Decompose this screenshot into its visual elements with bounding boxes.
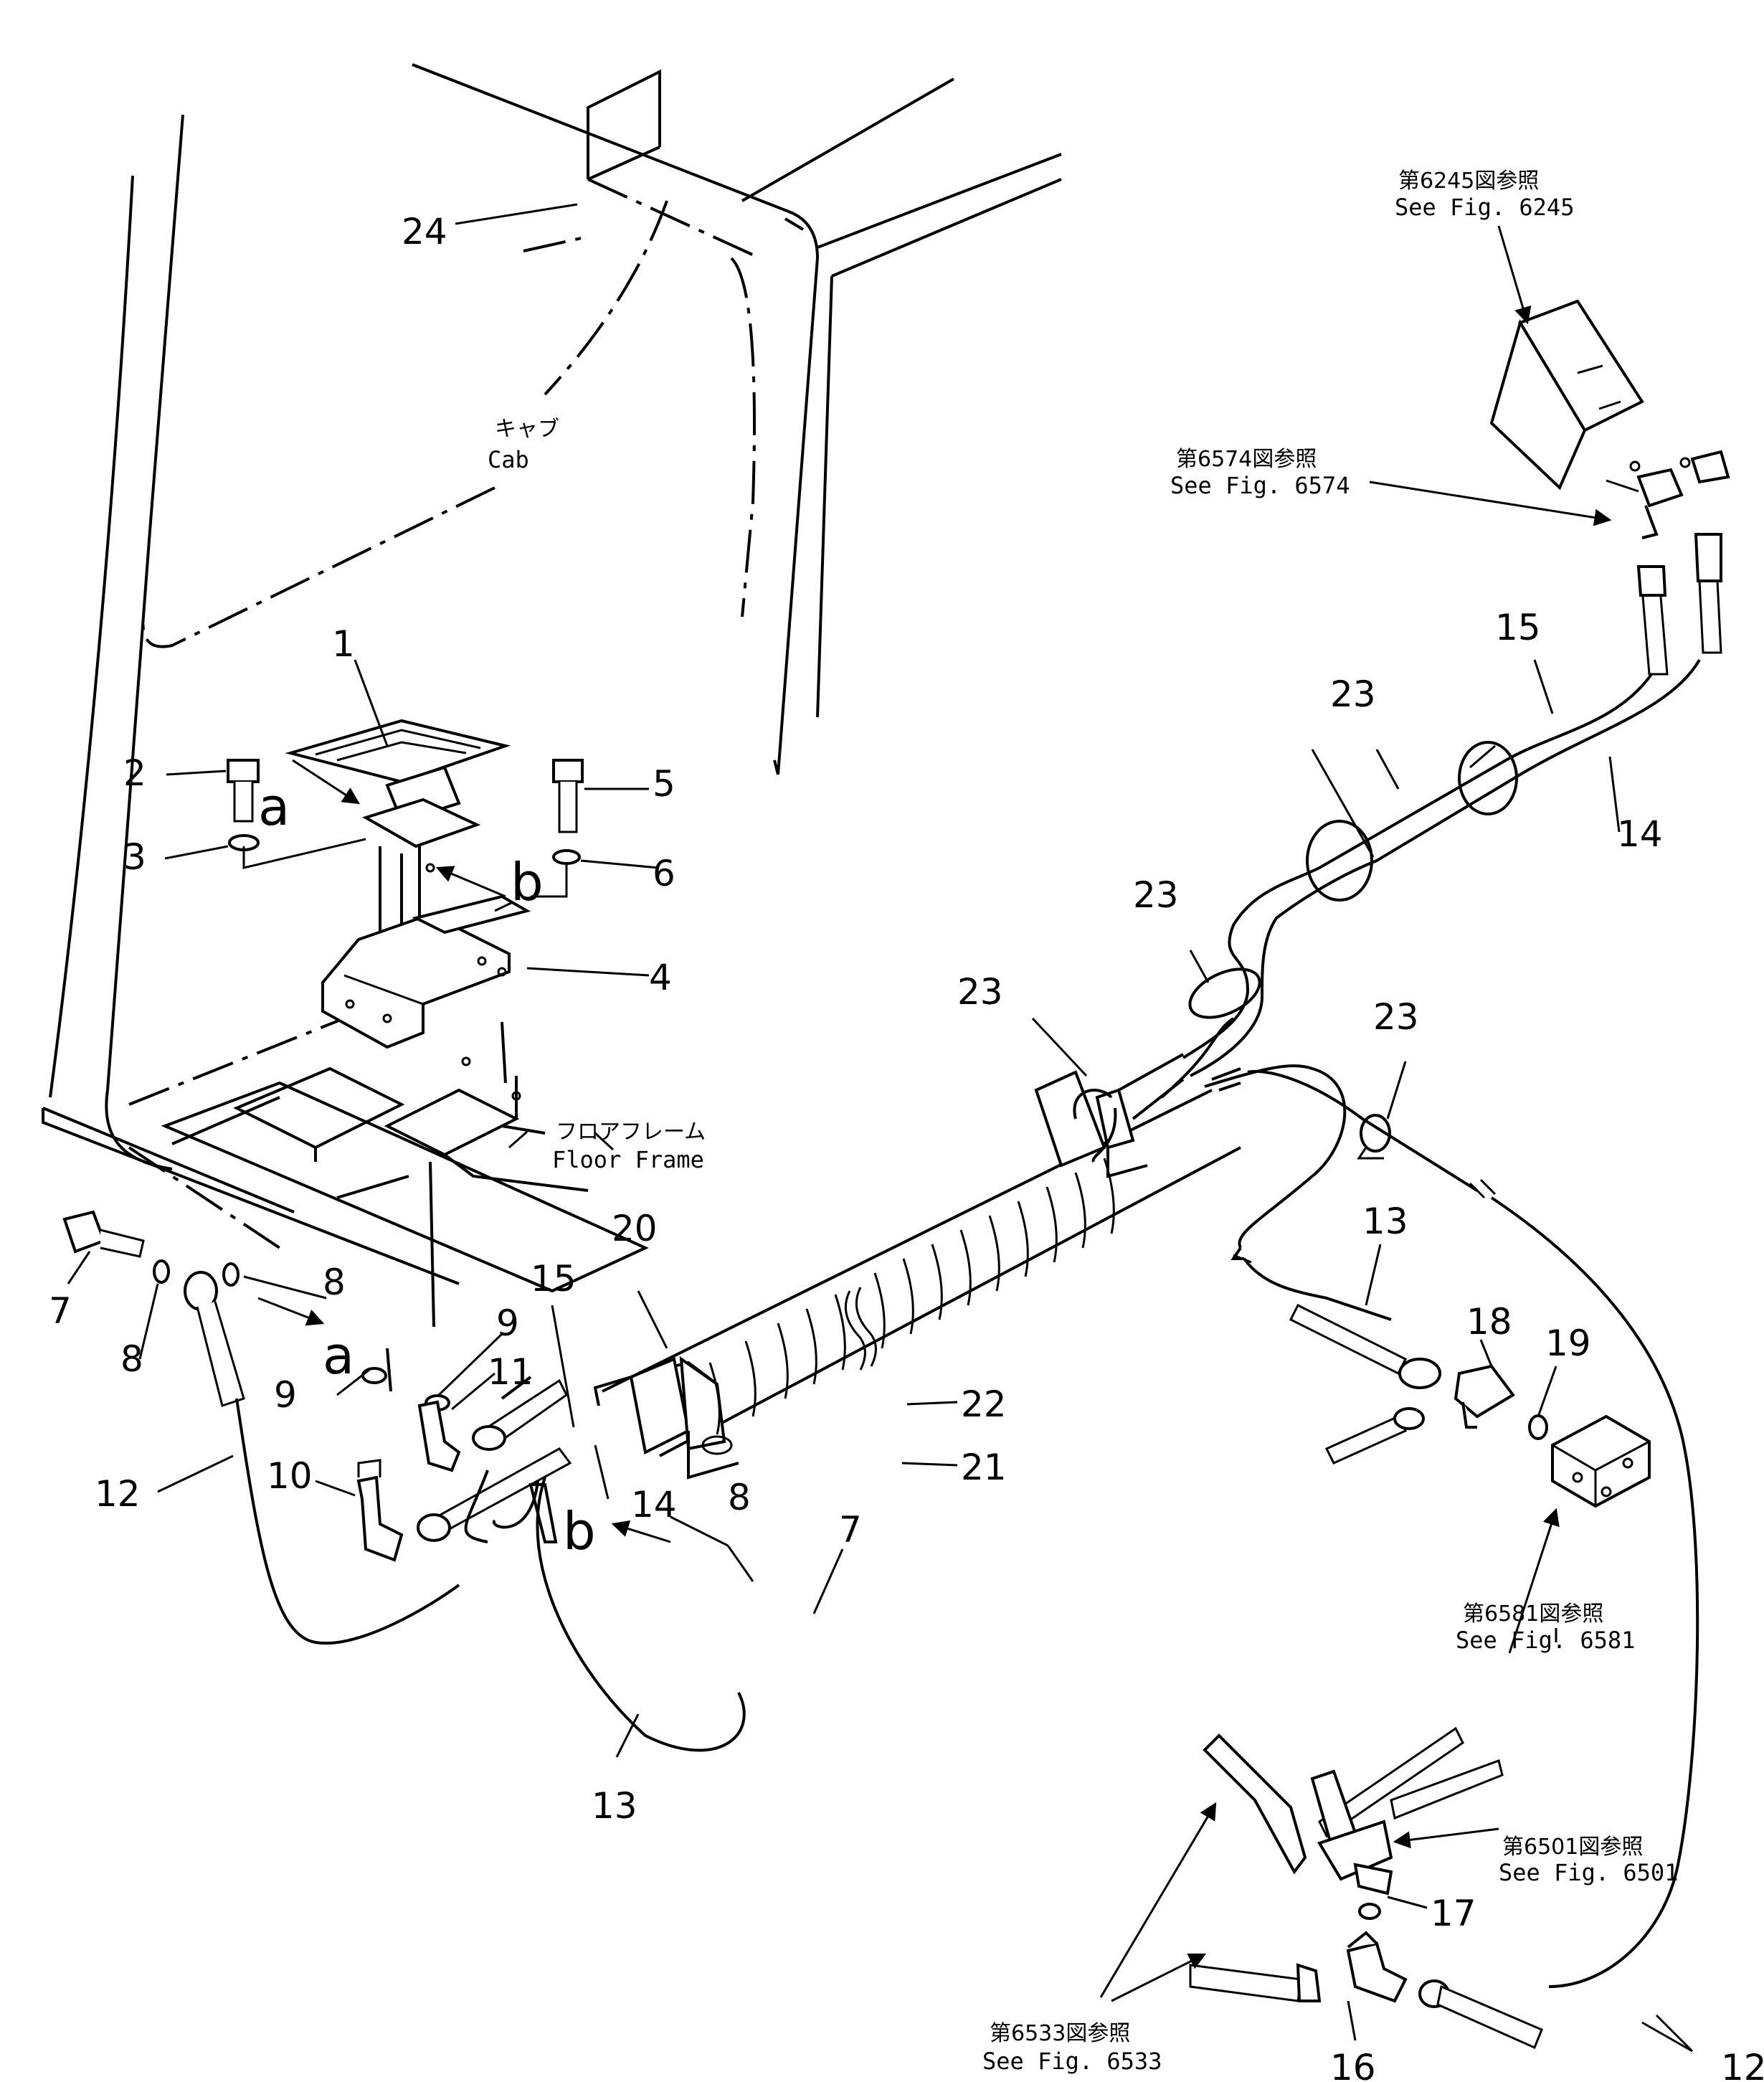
- figure-references: 第6245図参照 See Fig. 6245 第6574図参照 See Fig.…: [982, 169, 1678, 2075]
- hoses-upper: [1073, 533, 1722, 1163]
- callout-21: 21: [961, 1447, 1007, 1488]
- view-a-upper: a: [258, 777, 290, 837]
- callout-10: 10: [267, 1455, 313, 1497]
- valve-block-upper: [1489, 299, 1730, 539]
- callout-12-left: 12: [95, 1473, 141, 1515]
- callout-9-right: 9: [496, 1302, 519, 1344]
- callout-2: 2: [123, 752, 146, 794]
- hose-loop-13: [536, 1477, 746, 1752]
- view-a-lower: a: [323, 1325, 354, 1386]
- ref-6581-jp: 第6581図参照: [1463, 1601, 1603, 1627]
- callout-13-bottom: 13: [592, 1785, 637, 1827]
- callout-8-bottom: 8: [728, 1477, 751, 1518]
- callout-7-left: 7: [49, 1290, 72, 1332]
- callout-22: 22: [961, 1383, 1007, 1425]
- ref-6533-en: See Fig. 6533: [982, 2048, 1162, 2075]
- callout-23-right: 23: [1373, 996, 1419, 1038]
- ref-6581-en: See Fig. 6581: [1456, 1627, 1635, 1654]
- cab-outline: [42, 63, 1062, 1392]
- callout-19: 19: [1545, 1322, 1591, 1364]
- ref-6574-en: See Fig. 6574: [1170, 472, 1350, 499]
- leader-lines: [67, 203, 1694, 2053]
- callout-3: 3: [123, 836, 146, 878]
- callout-24: 24: [402, 211, 447, 252]
- callout-11: 11: [488, 1351, 534, 1393]
- ref-6501-jp: 第6501図参照: [1502, 1835, 1643, 1860]
- left-fittings: [62, 1210, 572, 1562]
- callout-14-right: 14: [1617, 813, 1663, 855]
- callout-18: 18: [1466, 1301, 1512, 1343]
- view-b-upper: b: [511, 852, 544, 912]
- callout-17: 17: [1431, 1893, 1476, 1934]
- cab-label-jp: キャブ: [495, 417, 559, 442]
- ref-6245-en: See Fig. 6245: [1395, 194, 1574, 221]
- ref-6533-jp: 第6533図参照: [990, 2021, 1130, 2046]
- callout-14-left: 14: [631, 1484, 677, 1525]
- view-letters: a b a b: [258, 777, 596, 1561]
- callout-9-left: 9: [274, 1374, 297, 1416]
- ref-6574-jp: 第6574図参照: [1176, 447, 1317, 472]
- floor-frame-label-jp: フロアフレーム: [556, 1120, 706, 1145]
- callout-13-right: 13: [1362, 1201, 1408, 1242]
- ref-6501-en: See Fig. 6501: [1499, 1859, 1678, 1886]
- component-labels: キャブ Cab フロアフレーム Floor Frame: [488, 417, 706, 1173]
- callout-20: 20: [612, 1208, 658, 1249]
- pedal-assembly: [227, 719, 584, 1101]
- callout-6: 6: [653, 853, 675, 894]
- cab-label-en: Cab: [488, 446, 529, 473]
- hoses-right: [1118, 1017, 1699, 1988]
- callout-numbers: 24 1 2 3 5 6 4 7 8 8 12 10 9 9 11 15 20 …: [49, 211, 1764, 2082]
- callout-8-left: 8: [120, 1338, 143, 1380]
- bottom-right-fittings: [1189, 1726, 1543, 2050]
- callout-12-right: 12: [1721, 2047, 1764, 2082]
- callout-4: 4: [649, 957, 672, 998]
- callout-15-right: 15: [1495, 607, 1541, 648]
- callout-16: 16: [1330, 2047, 1376, 2082]
- ref-6245-jp: 第6245図参照: [1398, 169, 1539, 194]
- floor-frame-label-en: Floor Frame: [552, 1146, 704, 1173]
- callout-23-center: 23: [957, 971, 1003, 1013]
- callout-23-upper: 23: [1330, 673, 1376, 715]
- hose-loop-12-left: [235, 1398, 460, 1645]
- callout-5: 5: [653, 763, 675, 805]
- view-b-lower: b: [563, 1501, 596, 1561]
- callout-1: 1: [332, 623, 355, 665]
- callout-8-right: 8: [323, 1262, 346, 1303]
- right-middle-fittings: [1289, 1303, 1651, 1508]
- callout-23-mid: 23: [1133, 874, 1179, 916]
- callout-15-left: 15: [531, 1258, 577, 1300]
- callout-7-bottom: 7: [839, 1509, 862, 1551]
